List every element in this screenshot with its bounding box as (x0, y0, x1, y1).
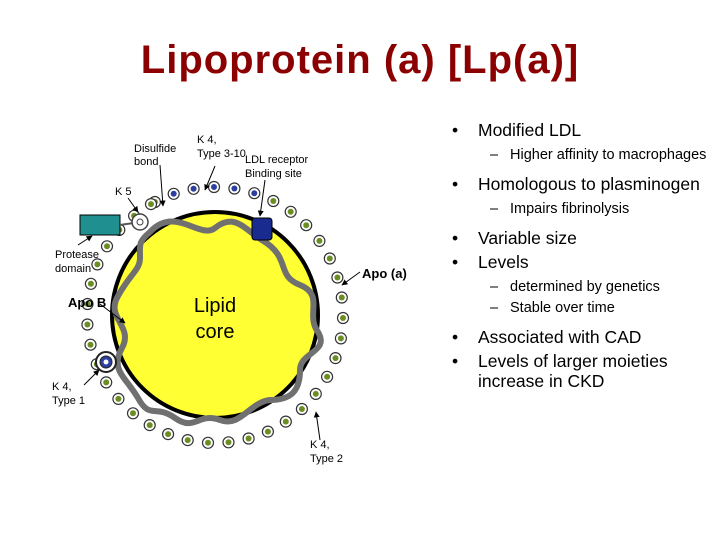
bullet-list: Modified LDL –Higher affinity to macroph… (452, 118, 714, 391)
arrow-k4t310 (204, 165, 216, 191)
core-label-2: core (196, 321, 235, 343)
kringle-core (303, 222, 310, 229)
kringle-core (94, 261, 101, 268)
label-k4t1-2: Type 1 (52, 395, 85, 407)
kringle-core (231, 185, 238, 192)
label-k5: K 5 (115, 186, 132, 198)
kringle-core (282, 418, 289, 425)
arrow-protease (77, 235, 93, 246)
bullet-1: Modified LDL (452, 120, 714, 140)
slide-title: Lipoprotein (a) [Lp(a)] (140, 38, 580, 82)
kringle-core (130, 410, 136, 417)
label-apob: Apo B (68, 295, 106, 310)
kringle-core (146, 422, 153, 429)
kringle-core (338, 294, 345, 301)
kringle-core (337, 335, 344, 342)
kringle-core (287, 208, 294, 215)
kringle-ring (81, 180, 350, 449)
kringle-core (270, 198, 277, 204)
label-k4t2-2: Type 2 (310, 453, 343, 465)
kringle-core (225, 439, 232, 446)
arrow-ldl (257, 179, 266, 217)
label-k4t310-1: K 4, (197, 134, 217, 146)
protease-domain (79, 214, 121, 236)
arrow-k5 (127, 197, 139, 213)
label-protease-2: domain (55, 263, 91, 275)
kringle-core (334, 274, 341, 281)
kringle-core (87, 341, 94, 348)
bullet-6: Levels of larger moieties increase in CK… (452, 351, 714, 391)
kringle-core (245, 435, 252, 442)
kringle-core (165, 431, 172, 438)
sub-bullet-4-1: –determined by genetics (490, 279, 660, 295)
ldl-binding-site (251, 217, 273, 241)
sub-bullet-1-1: –Higher affinity to macrophages (490, 147, 707, 163)
kringle-core (115, 395, 122, 402)
kringle-core (332, 355, 339, 362)
kringle-core (104, 243, 110, 250)
kringle-core (211, 184, 217, 190)
kringle-core (84, 301, 91, 307)
core-label-1: Lipid (194, 295, 236, 317)
kringle-core (324, 373, 331, 380)
sub-bullet-2-1: –Impairs fibrinolysis (490, 201, 630, 217)
arrow-apob (99, 303, 126, 324)
kringle-core (326, 255, 333, 262)
arrow-k4t2 (313, 411, 321, 441)
label-apoa: Apo (a) (362, 266, 407, 281)
kringle-core (184, 437, 191, 444)
label-k4t1-1: K 4, (52, 381, 72, 393)
label-k4t2-1: K 4, (310, 439, 330, 451)
label-ldl-1: LDL receptor (245, 154, 309, 166)
kringle-core (251, 190, 258, 197)
kringle-core (148, 201, 154, 208)
label-disulfide-2: bond (134, 156, 158, 168)
bullet-5: Associated with CAD (452, 327, 714, 347)
lpa-diagram: Disulfide bond K 4, Type 3-10 LDL recept… (52, 134, 407, 465)
arrow-disulfide (159, 164, 166, 207)
kringle-core (190, 185, 197, 192)
kringle-core (298, 406, 305, 412)
arrow-apoa (341, 271, 361, 286)
bullet-3: Variable size (452, 228, 714, 248)
kringle-core (264, 428, 271, 435)
bullet-2: Homologous to plasminogen (452, 174, 714, 194)
kringle-core (312, 390, 319, 397)
label-disulfide-1: Disulfide (134, 143, 176, 155)
label-protease-1: Protease (55, 249, 99, 261)
kringle-core (84, 321, 91, 328)
label-k4t310-2: Type 3-10 (197, 148, 246, 160)
kringle-core (316, 237, 323, 244)
kringle-core (87, 280, 94, 287)
label-ldl-2: Binding site (245, 168, 302, 180)
sub-bullet-4-2: –Stable over time (490, 300, 615, 316)
kringle-core (103, 379, 110, 386)
kringle-core (170, 190, 177, 197)
kringle-core (340, 315, 346, 321)
kringle-core (205, 439, 211, 446)
arrow-k4t1 (83, 369, 100, 386)
k5-kringle (131, 213, 149, 231)
bullet-4: Levels (452, 252, 714, 272)
